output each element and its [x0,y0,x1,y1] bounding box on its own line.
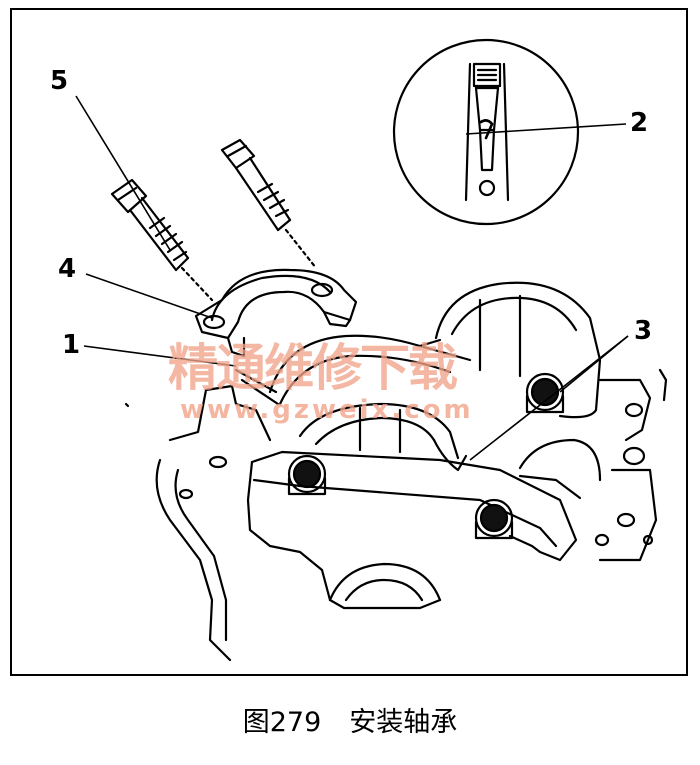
callout-4: 4 [58,254,77,284]
bolt-left [110,178,214,302]
callout-3: 3 [634,316,653,346]
callout-1: 1 [62,330,81,360]
figure-caption: 图279 安装轴承 [0,700,700,739]
figure-title: 安装轴承 [349,707,458,738]
bearing-bridge [246,402,602,610]
crankshaft-journal [234,281,602,419]
bolt-right [220,138,318,270]
engine-block [155,368,668,662]
figure-number: 图279 [242,707,322,738]
figure-frame [10,8,688,676]
callout-2: 2 [630,108,649,138]
engine-bearing-illustration [75,38,668,662]
detail-inset [392,38,580,226]
bearing-bolts [287,372,565,540]
watermark-url: www.gzweix.com [180,395,474,425]
callout-5: 5 [50,66,69,96]
bearing-cap [194,268,358,358]
leader-lines [75,95,629,461]
watermark-text: 精通维修下载 [168,339,458,397]
